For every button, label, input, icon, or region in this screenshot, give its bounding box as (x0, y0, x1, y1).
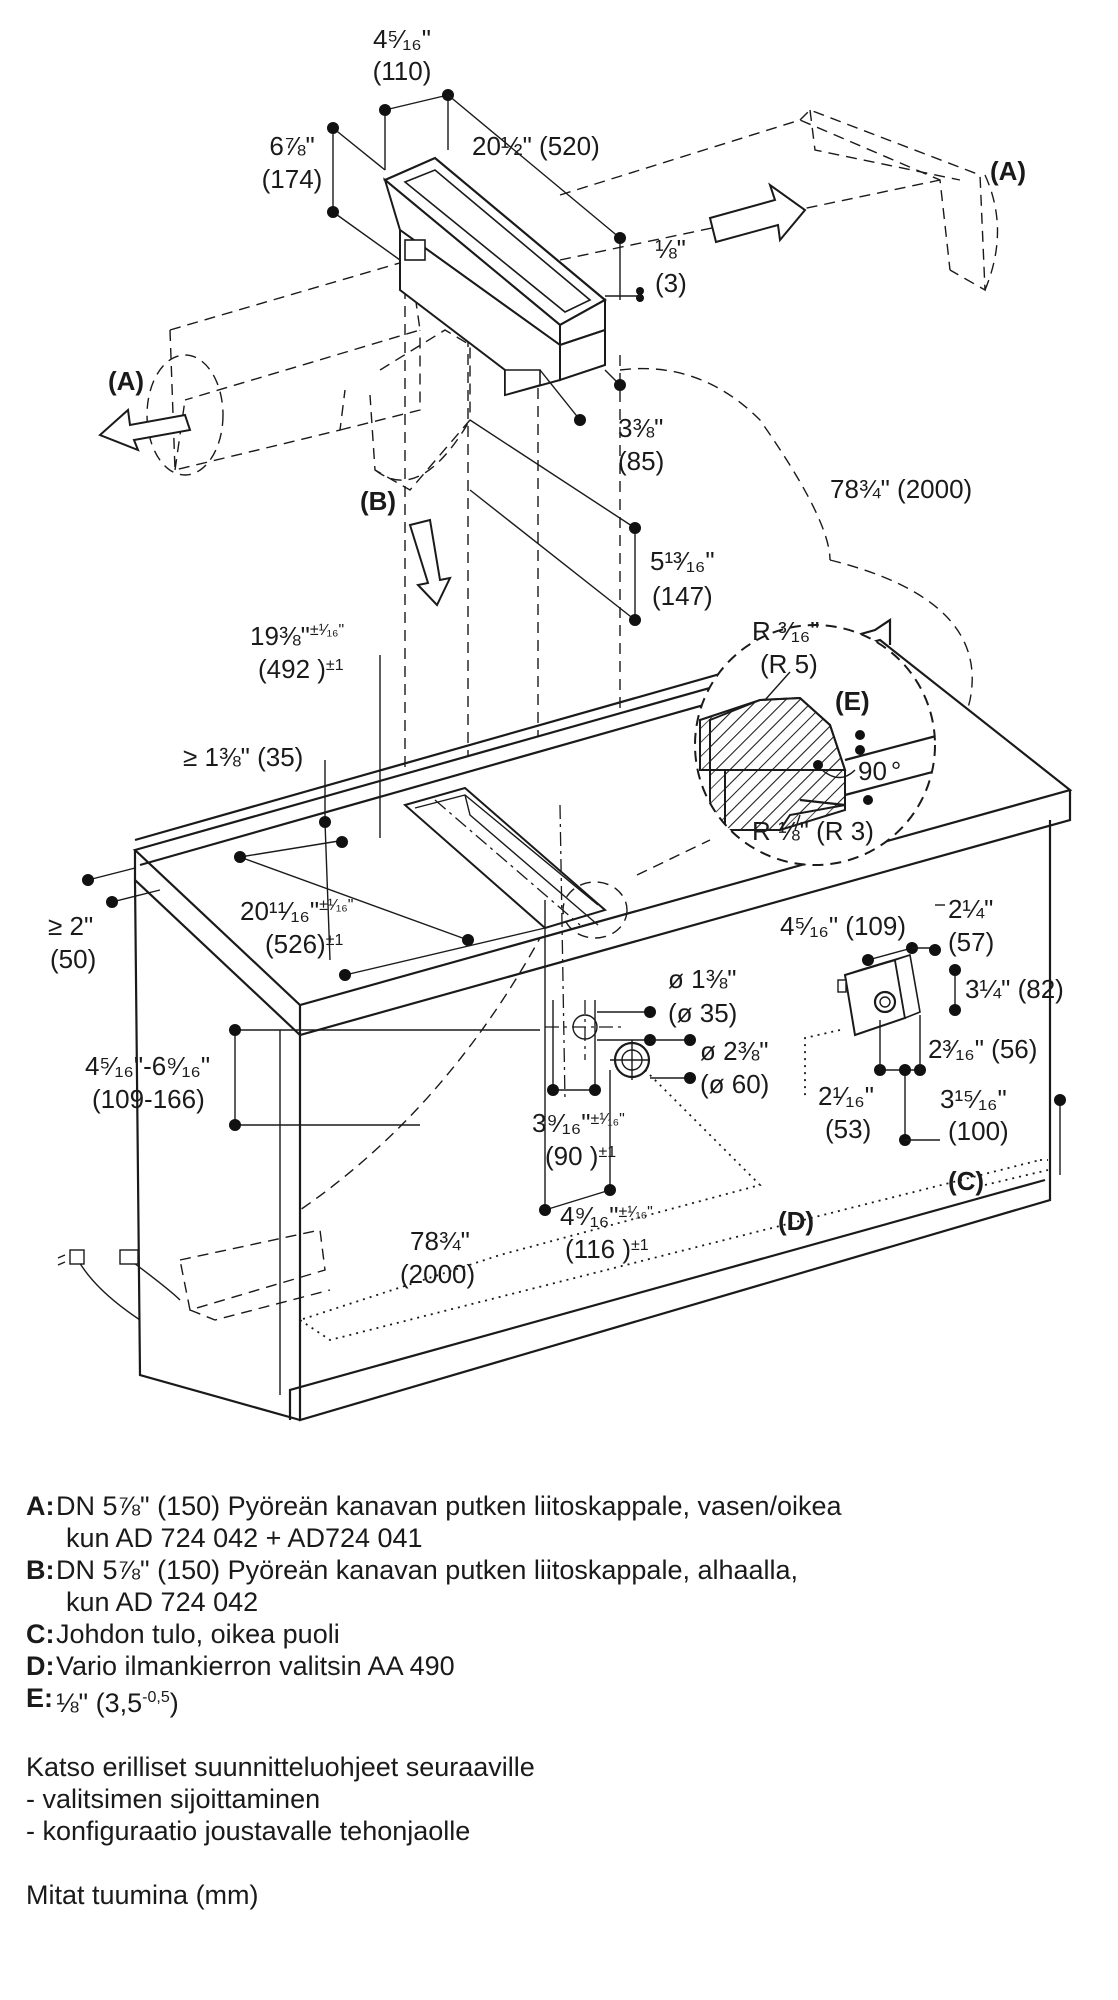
legend-item-e: E: ⅛" (3,5-0,5) (26, 1682, 1086, 1719)
junction-box (837, 953, 921, 1037)
legend-text: kun AD 724 042 (66, 1587, 259, 1617)
legend-item-c: C: Johdon tulo, oikea puoli (26, 1618, 1086, 1650)
legend-key: D: (26, 1651, 55, 1681)
legend-item-d: D: Vario ilmankierron valitsin AA 490 (26, 1650, 1086, 1682)
dim-box-height: 3¼" (82) (965, 974, 1064, 1004)
dim-spacing-90-mm: (90 )±1 (545, 1141, 616, 1171)
dim-dia-35: ø 1⅜" (668, 964, 736, 994)
dim-spacing-90: 3⁹⁄₁₆"±¹⁄₁₆" (532, 1108, 625, 1138)
legend-key: C: (26, 1619, 55, 1649)
dim-length-2000-bottom-mm: (2000) (400, 1259, 475, 1289)
dim-height-147-mm: (147) (652, 581, 713, 611)
legend-item-a: A: DN 5⅞" (150) Pyöreän kanavan putken l… (26, 1490, 1086, 1522)
dim-top-width-mm: (110) (373, 56, 432, 86)
callout-a-right: (A) (990, 156, 1026, 186)
dim-min-35: ≥ 1⅜" (35) (183, 742, 303, 772)
dim-dia-60: ø 2⅜" (700, 1036, 768, 1066)
dim-box-depth: 2¼" (948, 894, 993, 924)
dim-height-147: 5¹³⁄₁₆" (650, 546, 715, 576)
legend-text: DN 5⅞" (150) Pyöreän kanavan putken liit… (56, 1555, 799, 1585)
planning-notes: Katso erilliset suunnitteluohjeet seuraa… (26, 1751, 1086, 1847)
dim-box-width: 4⁵⁄₁₆" (109) (780, 911, 906, 941)
callout-a-left: (A) (108, 366, 144, 396)
dim-radius-5: R ³⁄₁₆" (752, 616, 820, 646)
dim-gap-mm: (3) (655, 268, 687, 298)
dim-radius-5-mm: (R 5) (760, 649, 818, 679)
dim-min-50: ≥ 2" (48, 911, 93, 941)
dim-dia-60-mm: (ø 60) (700, 1069, 769, 1099)
callout-labels: (A) (A) (B) (C) (D) (E) (108, 156, 1026, 1236)
legend-item-b: B: DN 5⅞" (150) Pyöreän kanavan putken l… (26, 1554, 1086, 1586)
dim-cutout-width: 19⅜"±¹⁄₁₆" (250, 621, 344, 651)
dim-depth-mm: (85) (618, 446, 664, 476)
downdraft-unit (382, 156, 607, 397)
dim-dia-35-mm: (ø 35) (668, 998, 737, 1028)
dim-length-2000-top: 78¾" (2000) (830, 474, 972, 504)
callout-e: (E) (835, 686, 870, 716)
dim-side-range: 4⁵⁄₁₆"-6⁹⁄₁₆" (85, 1051, 210, 1081)
dim-duct-length: 20½" (520) (472, 131, 600, 161)
dim-radius-3: R ⅛" (R 3) (752, 816, 874, 846)
power-plug-icon (57, 1249, 181, 1321)
legend-text: Vario ilmankierron valitsin AA 490 (56, 1651, 455, 1681)
legend-text: kun AD 724 042 + AD724 041 (66, 1523, 423, 1553)
legend: A: DN 5⅞" (150) Pyöreän kanavan putken l… (26, 1490, 1086, 1911)
dimension-labels: 4⁵⁄₁₆" (110) 6⅞" (174) 20½" (520) ⅛" (3)… (48, 24, 1064, 1289)
callout-c: (C) (948, 1166, 984, 1196)
dim-length-2000-bottom: 78¾" (410, 1226, 470, 1256)
dim-min-50-mm: (50) (50, 944, 96, 974)
notes-intro: Katso erilliset suunnitteluohjeet seuraa… (26, 1752, 535, 1782)
units-note: Mitat tuumina (mm) (26, 1880, 259, 1910)
legend-key: B: (26, 1555, 55, 1585)
dim-gap: ⅛" (655, 234, 686, 264)
notes-item: - valitsimen sijoittaminen (26, 1784, 321, 1814)
legend-text: ⅛" (3,5-0,5) (56, 1688, 179, 1718)
dim-cutout-length-mm: (526)±1 (265, 929, 343, 959)
legend-key: E: (26, 1683, 54, 1713)
dim-box-dist-mm: (100) (948, 1116, 1009, 1146)
dimension-lines (82, 89, 1066, 1216)
dim-angle: 90° (858, 756, 901, 786)
callout-b: (B) (360, 486, 396, 516)
dim-box-offset: 2³⁄₁₆" (56) (928, 1034, 1037, 1064)
dim-spacing-116: 4⁹⁄₁₆"±¹⁄₁₆" (560, 1201, 653, 1231)
dim-box-side-mm: (53) (825, 1114, 871, 1144)
legend-text: Johdon tulo, oikea puoli (56, 1619, 340, 1649)
dim-side-range-mm: (109-166) (92, 1084, 205, 1114)
dim-cutout-width-mm: (492 )±1 (258, 654, 344, 684)
airflow-arrows (98, 182, 807, 607)
dim-spacing-116-mm: (116 )±1 (565, 1234, 649, 1264)
dim-box-dist: 3¹⁵⁄₁₆" (940, 1084, 1007, 1114)
cable-gland-icon (873, 990, 897, 1014)
dim-depth: 3⅜" (618, 413, 663, 443)
installation-diagram: 4⁵⁄₁₆" (110) 6⅞" (174) 20½" (520) ⅛" (3)… (48, 24, 1073, 1422)
worktop-holes (545, 1000, 651, 1080)
legend-key: A: (26, 1491, 55, 1521)
detail-e-leader (636, 839, 711, 876)
dim-box-side: 2¹⁄₁₆" (818, 1081, 874, 1111)
cable-routes (299, 1029, 1049, 1341)
detail-e-origin (562, 881, 628, 939)
notes-item: - konfiguraatio joustavalle tehonjaolle (26, 1816, 471, 1846)
dim-cutout-length: 20¹¹⁄₁₆"±¹⁄₁₆" (240, 896, 353, 926)
callout-d: (D) (778, 1206, 814, 1236)
dim-duct-height-mm: (174) (262, 164, 323, 194)
dim-duct-height: 6⅞" (269, 131, 314, 161)
legend-text: DN 5⅞" (150) Pyöreän kanavan putken liit… (56, 1491, 842, 1521)
dim-top-width: 4⁵⁄₁₆" (373, 24, 431, 54)
dim-box-depth-mm: (57) (948, 927, 994, 957)
detail-e (694, 624, 936, 866)
